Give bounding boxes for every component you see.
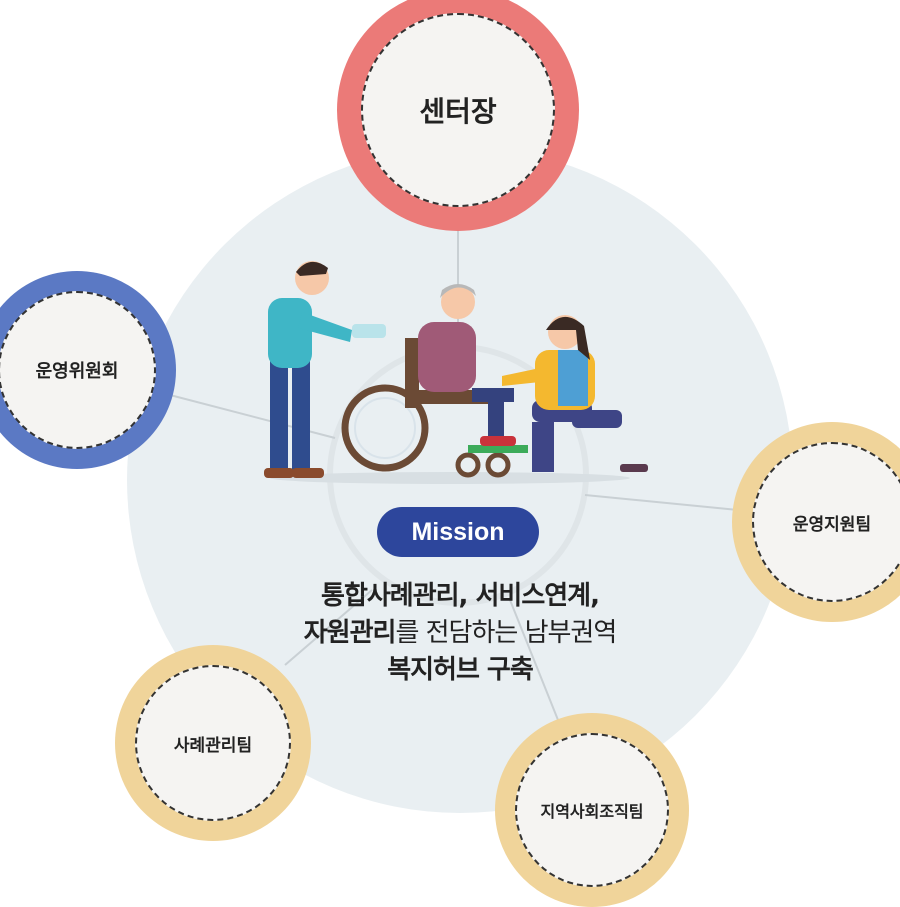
node-community-team-label: 지역사회조직팀	[540, 802, 644, 821]
elderly-man-figure	[418, 284, 516, 446]
node-director: 센터장	[337, 0, 579, 231]
wheelchair-figure	[341, 338, 528, 478]
mission-line-3: 복지허브 구축	[387, 655, 534, 685]
care-illustration	[264, 261, 648, 484]
node-case-team: 사례관리팀	[115, 645, 311, 841]
mission-line-1: 통합사례관리, 서비스연계,	[321, 581, 600, 611]
ground-shadow	[270, 472, 630, 484]
connector-community	[509, 599, 559, 721]
connector-lines	[169, 225, 739, 721]
mission-badge: Mission	[377, 507, 539, 557]
node-community-team: 지역사회조직팀	[495, 713, 689, 907]
node-committee-label: 운영위원회	[35, 361, 119, 382]
node-support-team-inner: 운영지원팀	[752, 442, 900, 602]
connector-support	[584, 494, 739, 511]
man-standing-figure	[264, 261, 386, 478]
node-director-label: 센터장	[419, 95, 497, 128]
mission-statement: 통합사례관리, 서비스연계, 자원관리를 전담하는 남부권역 복지허브 구축	[230, 578, 690, 689]
mission-line-2-rest: 를 전담하는 남부권역	[395, 618, 617, 648]
node-support-team: 운영지원팀	[732, 422, 900, 622]
node-support-team-label: 운영지원팀	[792, 514, 872, 535]
node-case-team-label: 사례관리팀	[173, 735, 253, 756]
node-director-inner: 센터장	[361, 13, 555, 207]
node-case-team-inner: 사례관리팀	[135, 665, 291, 821]
woman-kneeling-figure	[502, 315, 648, 472]
node-community-team-inner: 지역사회조직팀	[515, 733, 669, 887]
node-committee-inner: 운영위원회	[0, 291, 156, 449]
mission-line-2-bold: 자원관리	[303, 618, 397, 648]
connector-case	[284, 589, 373, 666]
mission-line-2: 자원관리를 전담하는 남부권역	[230, 615, 690, 652]
node-committee: 운영위원회	[0, 271, 176, 469]
